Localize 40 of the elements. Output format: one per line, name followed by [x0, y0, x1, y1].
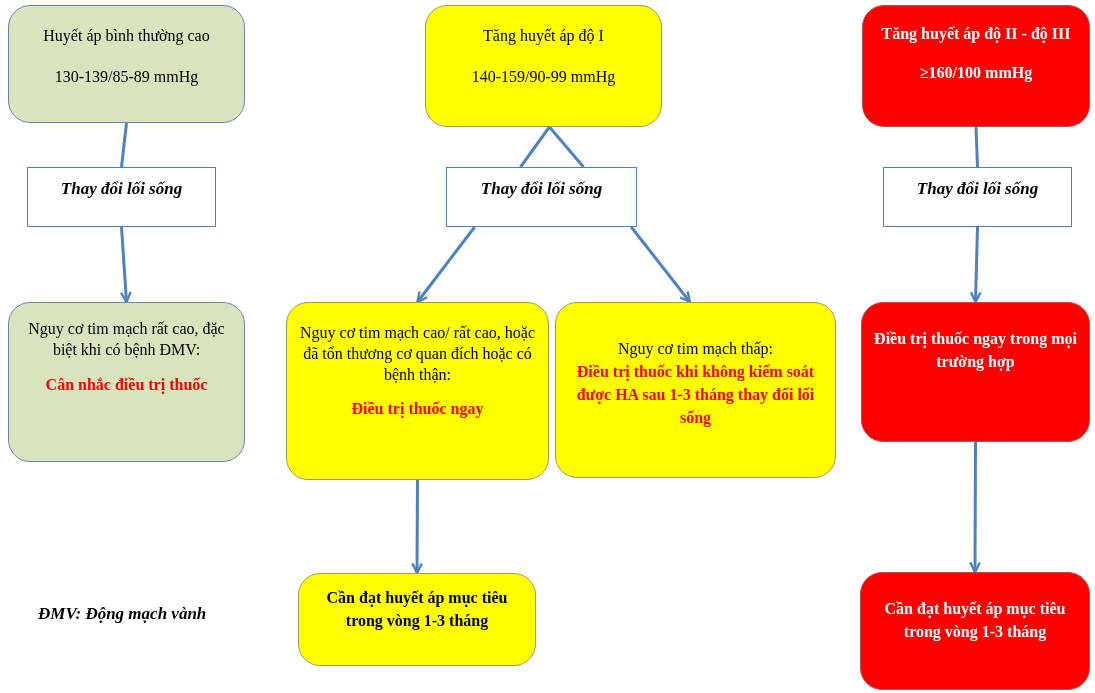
connector-line	[120, 122, 128, 168]
recommendation-box	[286, 302, 549, 480]
action-box	[446, 167, 637, 227]
box-text: Cần đạt huyết áp mục tiêu trong vòng 1-3 tháng	[325, 588, 509, 632]
box-text: Huyết áp bình thường cao	[43, 26, 210, 47]
box-text: Thay đổi lối sống	[60, 178, 183, 200]
connector-line	[519, 125, 585, 169]
arrow	[416, 226, 476, 304]
box-text: Nguy cơ tim mạch rất cao, đặc biệt khi có bệnh ĐMV:	[27, 319, 226, 360]
recommendation-box	[8, 302, 245, 462]
connector-line	[974, 126, 979, 168]
box-text: Cần đạt huyết áp mục tiêu trong vòng 1-3 tháng	[883, 599, 1067, 643]
box-text: Điều trị thuốc ngay trong mọi trường hợp	[873, 329, 1078, 373]
arrow	[969, 442, 982, 574]
arrow	[119, 226, 132, 304]
category-box	[862, 5, 1090, 127]
target-box	[298, 573, 536, 666]
treatment-box	[861, 302, 1090, 442]
box-text: Nguy cơ tim mạch cao/ rất cao, hoặc đã tổn thương cơ quan đích hoặc có bệnh thận:	[299, 323, 536, 385]
box-text: Điều trị thuốc khi không kiểm soát được HA sau 1-3 tháng thay đổi lối sống	[575, 361, 816, 429]
box-text: Điều trị thuốc ngay	[351, 399, 484, 420]
category-box	[8, 5, 245, 123]
box-text: Tăng huyết áp độ II - độ III	[881, 24, 1071, 45]
action-box	[883, 167, 1072, 227]
box-text: Thay đổi lối sống	[916, 178, 1039, 200]
recommendation-box	[555, 302, 836, 478]
category-box	[425, 5, 662, 127]
footnote: ĐMV: Động mạch vành	[38, 603, 207, 625]
action-box	[27, 167, 216, 227]
arrow	[630, 226, 692, 304]
box-text: ≥160/100 mmHg	[919, 63, 1033, 84]
box-text: Tăng huyết áp độ I	[483, 26, 604, 47]
box-text: Nguy cơ tim mạch thấp:	[617, 339, 774, 360]
box-text: 130-139/85-89 mmHg	[54, 66, 199, 88]
target-box	[860, 572, 1090, 690]
arrow	[969, 226, 982, 304]
box-text: Cân nhắc điều trị thuốc	[45, 374, 208, 396]
arrow	[411, 480, 424, 575]
box-text: Thay đổi lối sống	[480, 178, 603, 200]
box-text: 140-159/90-99 mmHg	[471, 66, 616, 88]
